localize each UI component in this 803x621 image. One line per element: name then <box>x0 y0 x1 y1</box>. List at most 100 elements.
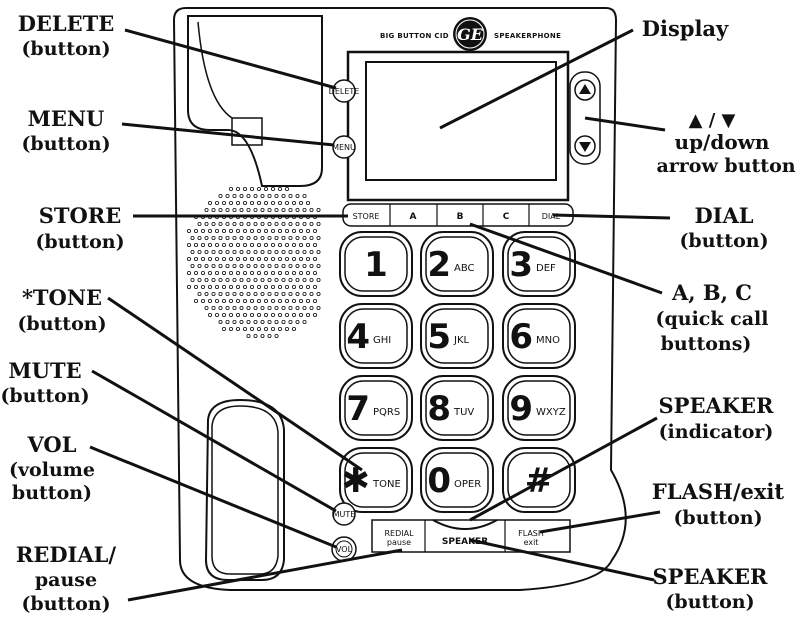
speaker-indicator-label: SPEAKER <box>659 393 775 418</box>
callout-lines <box>89 28 671 602</box>
dial-label: DIAL <box>694 203 753 228</box>
speaker-indicator-label-sub: (indicator) <box>659 421 774 443</box>
speaker-button-label: SPEAKER <box>653 564 769 589</box>
abc-label-sub: (quick call <box>656 308 769 330</box>
keypad-key-digit: ✱ <box>342 461 371 501</box>
keypad-key-letters: OPER <box>454 479 481 490</box>
keypad-key-letters: GHI <box>373 335 391 346</box>
down-arrow-icon <box>579 142 591 152</box>
store-label: STORE <box>39 203 122 228</box>
model-right-text: SPEAKERPHONE <box>494 32 561 40</box>
store-label-sub: (button) <box>35 231 124 253</box>
menu-button-label: MENU <box>332 143 356 152</box>
abc-callout-line <box>469 222 663 295</box>
ge-logo-icon <box>453 17 487 51</box>
arrows-label: up/down <box>675 130 770 154</box>
keypad-key-digit: 8 <box>427 389 451 429</box>
speaker-indicator-callout-line <box>469 416 658 522</box>
keypad-key-digit: 1 <box>364 245 388 285</box>
delete-button-label: DELETE <box>329 87 360 96</box>
b-button[interactable]: B <box>457 212 464 222</box>
menu-callout-line <box>121 122 335 147</box>
menu-label-sub: (button) <box>21 133 110 155</box>
store-button[interactable]: STORE <box>353 212 380 221</box>
keypad-key[interactable]: # <box>502 447 576 513</box>
display-screen <box>346 50 570 202</box>
tone-label-sub: (button) <box>17 313 106 335</box>
vol-callout-line <box>89 445 337 549</box>
keypad-key[interactable]: 1 <box>339 231 413 297</box>
speaker-button[interactable]: SPEAKER <box>442 537 488 547</box>
speaker-button-label-sub: (button) <box>665 591 754 613</box>
abc-label: A, B, C <box>671 280 752 305</box>
brand-strip: BIG BUTTON CID GE SPEAKERPHONE <box>380 17 561 51</box>
keypad-key-digit: 3 <box>509 245 533 285</box>
dial-callout-line <box>552 213 671 220</box>
redial-button-label: REDIAL <box>384 529 414 538</box>
keypad-key-letters: TUV <box>453 407 474 418</box>
c-button[interactable]: C <box>503 212 510 222</box>
delete-callout-line <box>124 28 337 90</box>
model-left-text: BIG BUTTON CID <box>380 32 449 40</box>
keypad-key-digit: 6 <box>509 317 533 357</box>
speaker-button-callout-line <box>469 538 655 582</box>
keypad-key-digit: 9 <box>509 389 533 429</box>
keypad-key[interactable]: ✱TONE <box>339 447 413 513</box>
left-labels: DELETE (button) MENU (button) STORE (but… <box>0 11 124 615</box>
up-arrow-icon <box>579 84 591 94</box>
delete-label: DELETE <box>18 11 115 36</box>
tone-callout-line <box>107 296 363 472</box>
a-button[interactable]: A <box>410 212 417 222</box>
abc-label-sub2: buttons) <box>661 333 752 355</box>
keypad-key-digit: 7 <box>346 389 370 429</box>
mute-callout-line <box>91 369 337 513</box>
mute-button-label: MUTE <box>333 510 356 519</box>
quick-call-bar: STORE A B C DIAL <box>342 203 574 227</box>
mute-label-sub: (button) <box>0 385 89 407</box>
keypad-key-digit: 0 <box>427 461 451 501</box>
redial-label: REDIAL/ <box>16 542 117 567</box>
keypad-key-letters: JKL <box>453 335 470 346</box>
redial-callout-line <box>127 548 403 602</box>
flash-label: FLASH/exit <box>652 479 785 504</box>
redial-button[interactable]: REDIAL pause <box>384 529 414 547</box>
dial-label-sub: (button) <box>679 230 768 252</box>
delete-button[interactable]: DELETE <box>329 79 360 103</box>
flash-button-sublabel: exit <box>524 538 539 547</box>
ge-logo-text: GE <box>457 25 484 44</box>
keypad-key-letters: WXYZ <box>536 407 566 418</box>
phone-body <box>172 7 627 591</box>
bottom-function-bar: REDIAL pause SPEAKER FLASH exit <box>371 519 571 553</box>
keypad-key-digit: 5 <box>427 317 451 357</box>
display-callout-line <box>439 28 634 130</box>
tone-label: *TONE <box>22 285 102 310</box>
up-arrow-button[interactable] <box>574 79 596 101</box>
menu-button[interactable]: MENU <box>332 135 356 159</box>
flash-label-sub: (button) <box>673 507 762 529</box>
arrows-label-icons: ▲ / ▼ <box>689 110 736 131</box>
speaker-grille <box>186 186 321 338</box>
vol-button[interactable]: VOL <box>331 536 357 562</box>
redial-label-sub: pause <box>35 569 97 591</box>
flash-button[interactable]: FLASH exit <box>518 529 544 547</box>
keypad-key-letters: ABC <box>454 263 475 274</box>
keypad-key-digit: 2 <box>427 245 451 285</box>
dial-button[interactable]: DIAL <box>542 212 561 221</box>
speaker-button-label: SPEAKER <box>442 537 488 547</box>
redial-button-sublabel: pause <box>387 538 411 547</box>
mute-button[interactable]: MUTE <box>332 502 356 526</box>
keypad-key-letters: MNO <box>536 335 560 346</box>
delete-label-sub: (button) <box>21 38 110 60</box>
down-arrow-button[interactable] <box>574 135 596 157</box>
